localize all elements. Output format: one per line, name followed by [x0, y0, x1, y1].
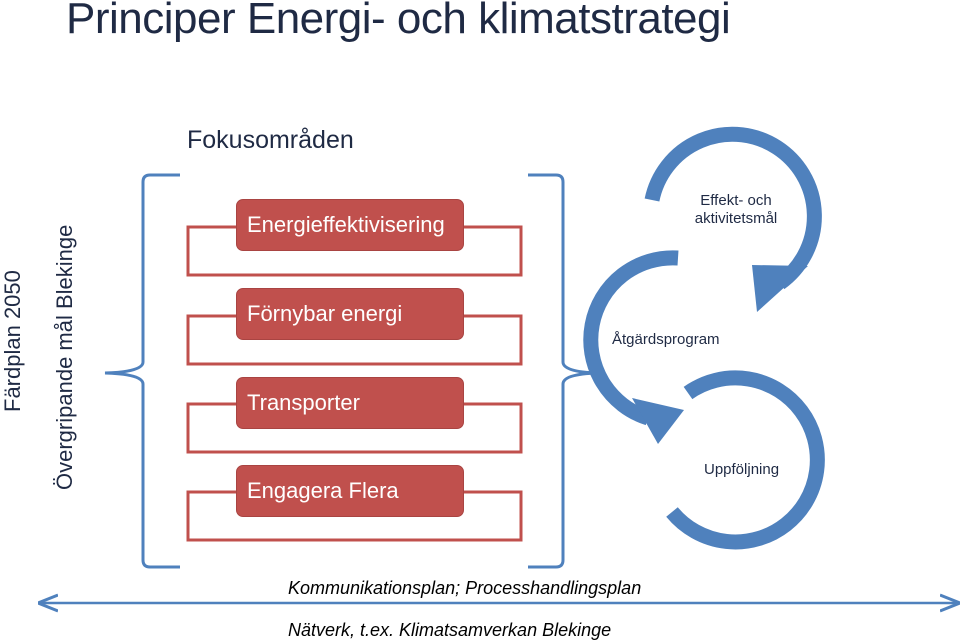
- cycle-arc-top: [644, 126, 822, 290]
- cycle-label-atgardsprogram: Åtgärdsprogram: [612, 331, 720, 348]
- page-title: Principer Energi- och klimatstrategi: [66, 0, 731, 43]
- focus-area-transporter: Transporter: [236, 377, 464, 429]
- focus-area-energieffektivisering: Energieffektivisering: [236, 199, 464, 251]
- cycle-label-uppfoljning: Uppföljning: [704, 461, 780, 478]
- bottom-text-natverk: Nätverk, t.ex. Klimatsamverkan Blekinge: [288, 620, 612, 640]
- bottom-text-kommunikationsplan: Kommunikationsplan; Processhandlingsplan: [288, 578, 642, 598]
- cycle-arrowhead-left: [632, 398, 684, 444]
- cycle-arc-bottom: [666, 370, 825, 550]
- cycle-arc-left: [583, 250, 679, 426]
- focus-area-engagera-flera: Engagera Flera: [236, 465, 464, 517]
- cycle-label-effekt-line2: aktivitetsmål: [694, 210, 778, 227]
- right-brace: [528, 173, 599, 569]
- cycle-label-effekt-line1: Effekt- och: [700, 192, 772, 209]
- cycle-arrowhead-top: [752, 265, 808, 312]
- focus-area-fornybar-energi: Förnybar energi: [236, 288, 464, 340]
- focus-areas-heading: Fokusområden: [187, 126, 354, 154]
- left-brace: [104, 173, 180, 569]
- cycle-label-effekt: Effekt- och aktivitetsmål: [686, 192, 786, 228]
